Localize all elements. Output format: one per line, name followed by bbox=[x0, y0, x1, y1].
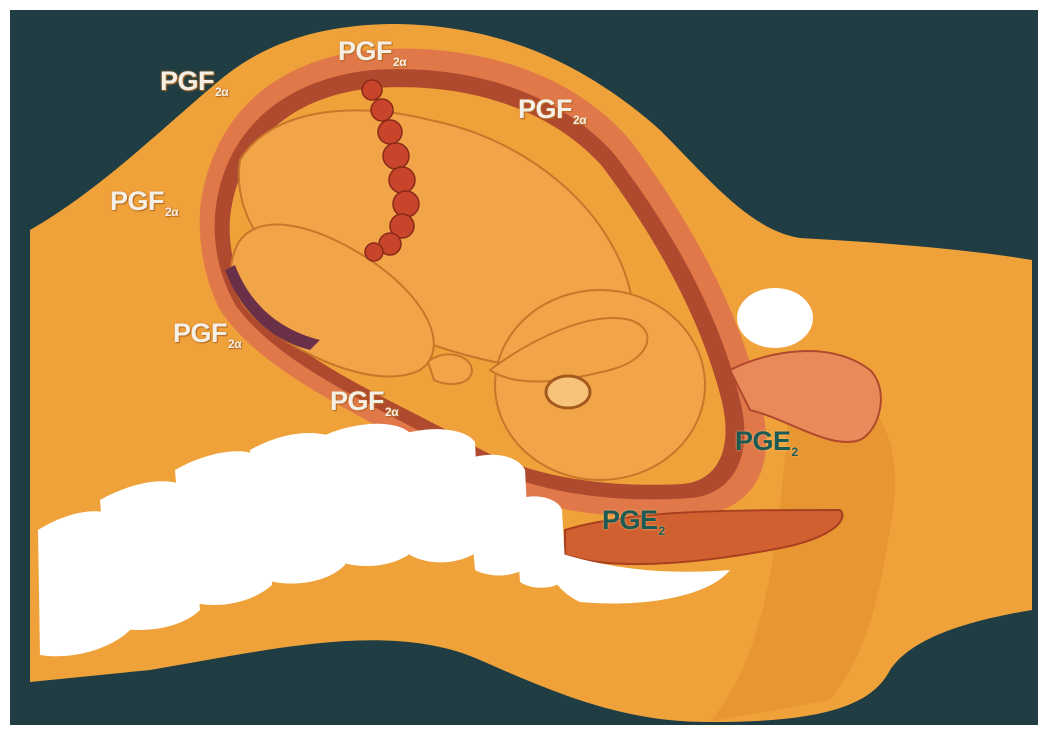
label-pgf2a-bottom: PGF2α bbox=[330, 388, 398, 415]
label-pgf2a-upper-left: PGF2α bbox=[160, 68, 228, 95]
label-pge2-bottom: PGE2 bbox=[602, 507, 665, 534]
label-pgf2a-lower-left: PGF2α bbox=[173, 320, 241, 347]
label-pgf2a-top: PGF2α bbox=[338, 38, 406, 65]
label-pge2-right: PGE2 bbox=[735, 428, 798, 455]
label-pgf2a-upper-right: PGF2α bbox=[518, 96, 586, 123]
fetus-ear bbox=[546, 376, 590, 408]
diagram-frame: PGF2α PGF2α PGF2α PGF2α PGF2α PGF2α PGE2… bbox=[10, 10, 1038, 725]
label-pgf2a-left: PGF2α bbox=[110, 188, 178, 215]
fetus-hand bbox=[428, 354, 472, 384]
bladder bbox=[737, 288, 813, 348]
